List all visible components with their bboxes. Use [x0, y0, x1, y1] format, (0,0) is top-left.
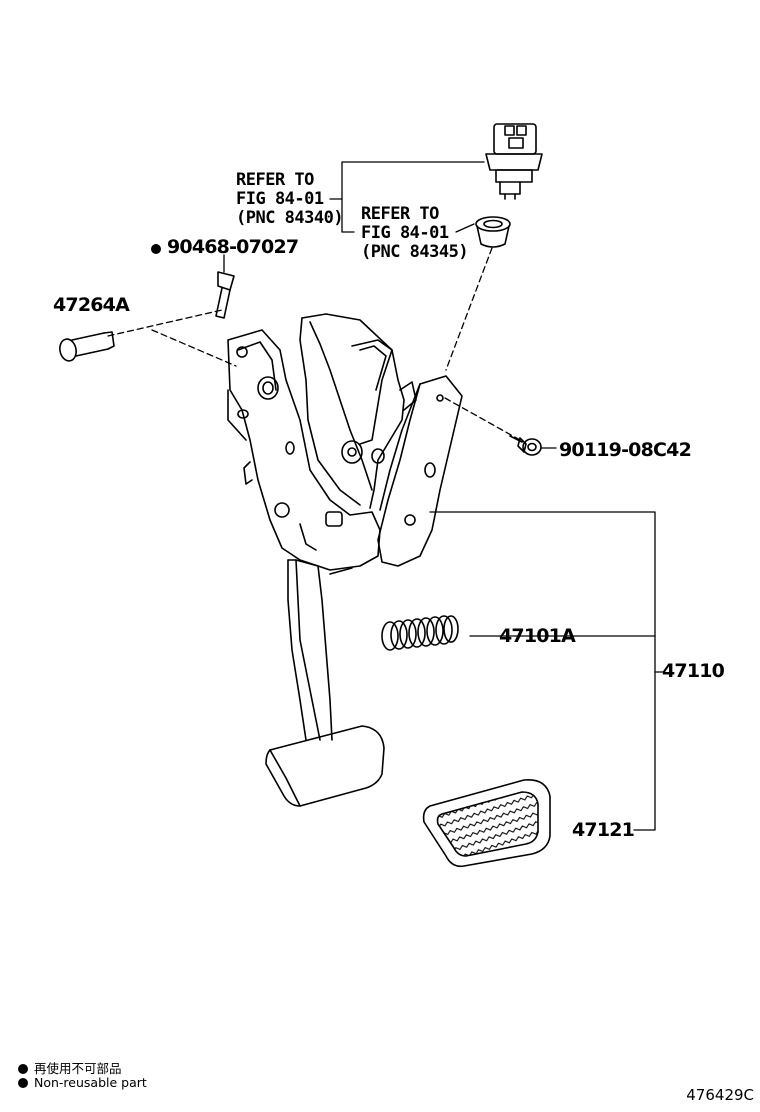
pedal-lever-icon	[287, 559, 353, 741]
cushion-grommet-icon	[475, 216, 511, 248]
part-label-47264a: 47264A	[53, 294, 130, 316]
non-reusable-dot-icon	[151, 244, 161, 254]
refer-callout-line: REFER TO	[236, 170, 314, 190]
stop-lamp-switch-icon	[485, 123, 543, 200]
part-number: 90468-07027	[167, 236, 299, 258]
part-label-47110: 47110	[662, 660, 725, 682]
refer-callout-line: FIG 84-01	[236, 189, 324, 209]
callout-leaders	[223, 161, 664, 831]
legend-japanese: 再使用不可部品	[18, 1058, 122, 1077]
bolt-icon	[509, 435, 542, 456]
figure-code: 476429C	[686, 1086, 754, 1104]
legend-text: Non-reusable part	[34, 1075, 147, 1090]
pedal-bracket-icon	[227, 313, 463, 571]
refer-callout-line: (PNC 84345)	[361, 242, 469, 262]
refer-callout-line: FIG 84-01	[361, 223, 449, 243]
refer-callout-84345: REFER TO FIG 84-01 (PNC 84345)	[361, 204, 469, 262]
refer-callout-line: REFER TO	[361, 204, 439, 224]
refer-callout-line: (PNC 84340)	[236, 208, 344, 228]
legend-text: 再使用不可部品	[34, 1061, 122, 1076]
pedal-pin-icon	[59, 331, 115, 362]
part-label-90468: 90468-07027	[151, 236, 299, 258]
part-label-47121: 47121	[572, 819, 635, 841]
legend-english: Non-reusable part	[18, 1075, 147, 1090]
non-reusable-dot-icon	[18, 1064, 28, 1074]
refer-callout-84340: REFER TO FIG 84-01 (PNC 84340)	[236, 170, 344, 228]
pedal-pad-icon	[422, 779, 551, 868]
part-label-47101a: 47101A	[499, 625, 576, 647]
assembly-dashed-lines	[107, 247, 521, 441]
pedal-pad-installed-icon	[265, 725, 385, 807]
part-label-90119: 90119-08C42	[559, 439, 692, 461]
return-spring-icon	[381, 615, 459, 651]
clip-icon	[215, 271, 235, 319]
non-reusable-dot-icon	[18, 1078, 28, 1088]
